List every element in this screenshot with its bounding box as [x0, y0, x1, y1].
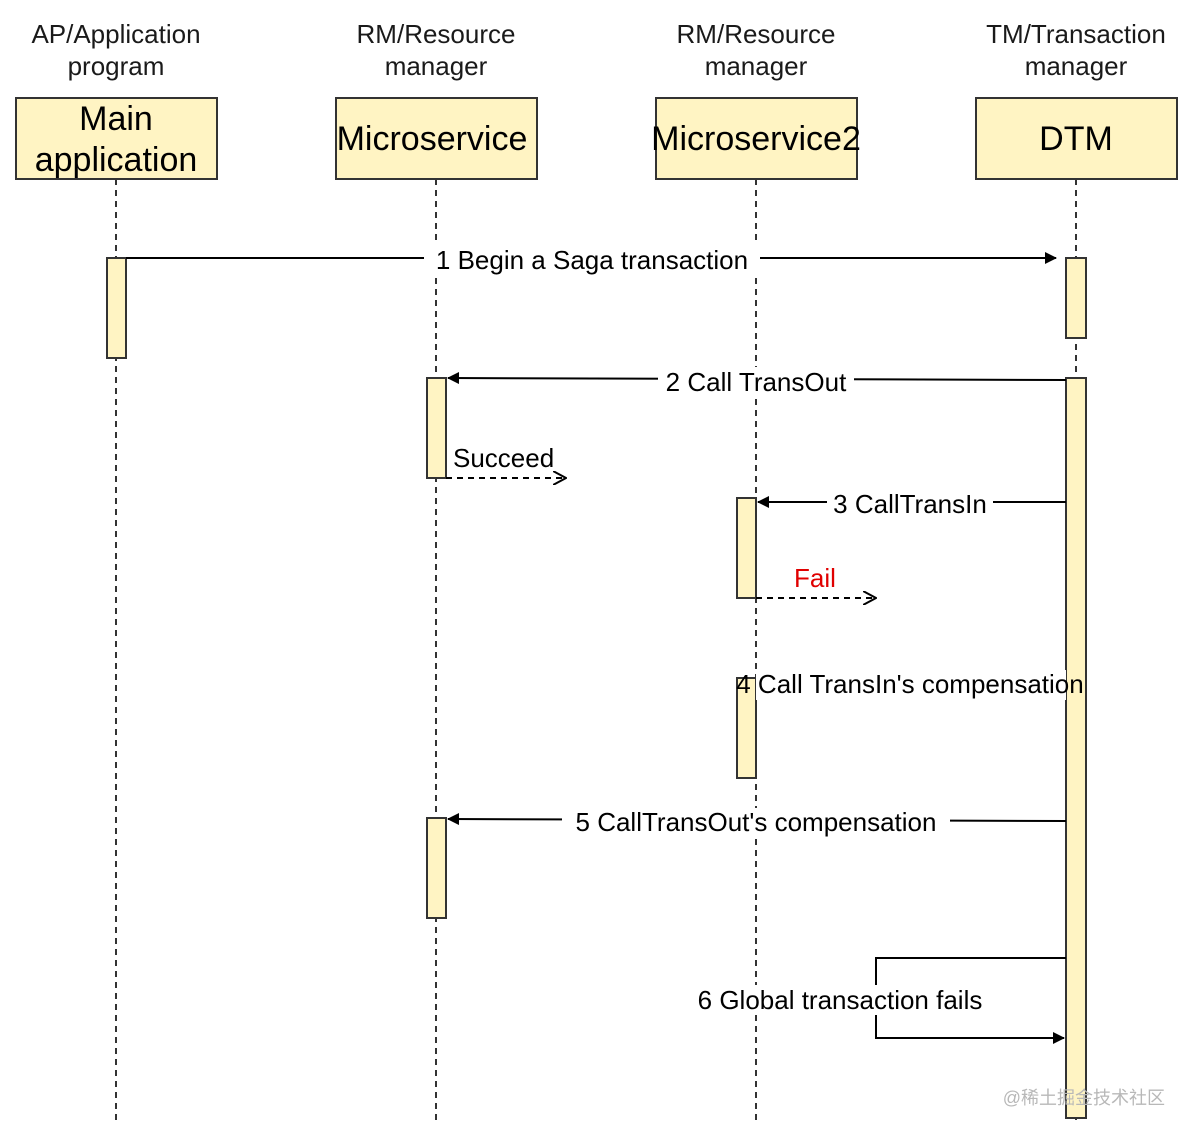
participant-2-name: Microservice	[337, 120, 528, 158]
participant-box-microservice2	[655, 97, 858, 180]
participant-4-role-line-2: manager	[1025, 51, 1128, 81]
activation-microservice-2	[426, 817, 447, 919]
message-4-label: 4 Call TransIn's compensation	[736, 669, 1083, 699]
participant-1-name-line-1: Main	[79, 100, 153, 138]
message-6-label: 6 Global transaction fails	[698, 985, 983, 1015]
participant-4-role-line-1: TM/Transaction	[986, 19, 1166, 49]
message-3-label-bg	[827, 489, 993, 519]
participant-2-role-line-1: RM/Resource	[357, 19, 516, 49]
participant-3-role-line-1: RM/Resource	[677, 19, 836, 49]
participant-2-role-line-2: manager	[385, 51, 488, 81]
succeed-label: Succeed	[453, 443, 554, 473]
participant-3-role-line-2: manager	[705, 51, 808, 81]
activation-main-application	[106, 257, 127, 359]
activation-dtm-2	[1065, 377, 1087, 1119]
participant-1-name-line-2: application	[35, 141, 198, 179]
message-5-label: 5 CallTransOut's compensation	[576, 807, 937, 837]
activation-microservice2-1	[736, 497, 757, 599]
activation-microservice2-2	[736, 677, 757, 779]
message-4-label-bg	[756, 670, 1066, 700]
activation-microservice-1	[426, 377, 447, 479]
participant-box-dtm	[975, 97, 1178, 180]
message-1-label-bg	[424, 244, 760, 274]
participant-box-main-application	[15, 97, 218, 180]
message-2-label: 2 Call TransOut	[666, 367, 847, 397]
message-3-label: 3 CallTransIn	[833, 489, 987, 519]
participant-3-name: Microservice2	[651, 120, 861, 158]
fail-label: Fail	[794, 563, 836, 593]
message-6-label-bg	[686, 985, 992, 1015]
message-5-label-bg	[562, 808, 950, 838]
message-2-label-bg	[658, 367, 854, 397]
activation-dtm-1	[1065, 257, 1087, 339]
watermark-text: @稀土掘金技术社区	[1003, 1088, 1165, 1108]
participant-1-role-line-1: AP/Application	[31, 19, 200, 49]
participant-box-microservice	[335, 97, 538, 180]
participant-1-role-line-2: program	[68, 51, 165, 81]
message-1-label: 1 Begin a Saga transaction	[436, 245, 748, 275]
participant-4-name: DTM	[1039, 120, 1113, 158]
